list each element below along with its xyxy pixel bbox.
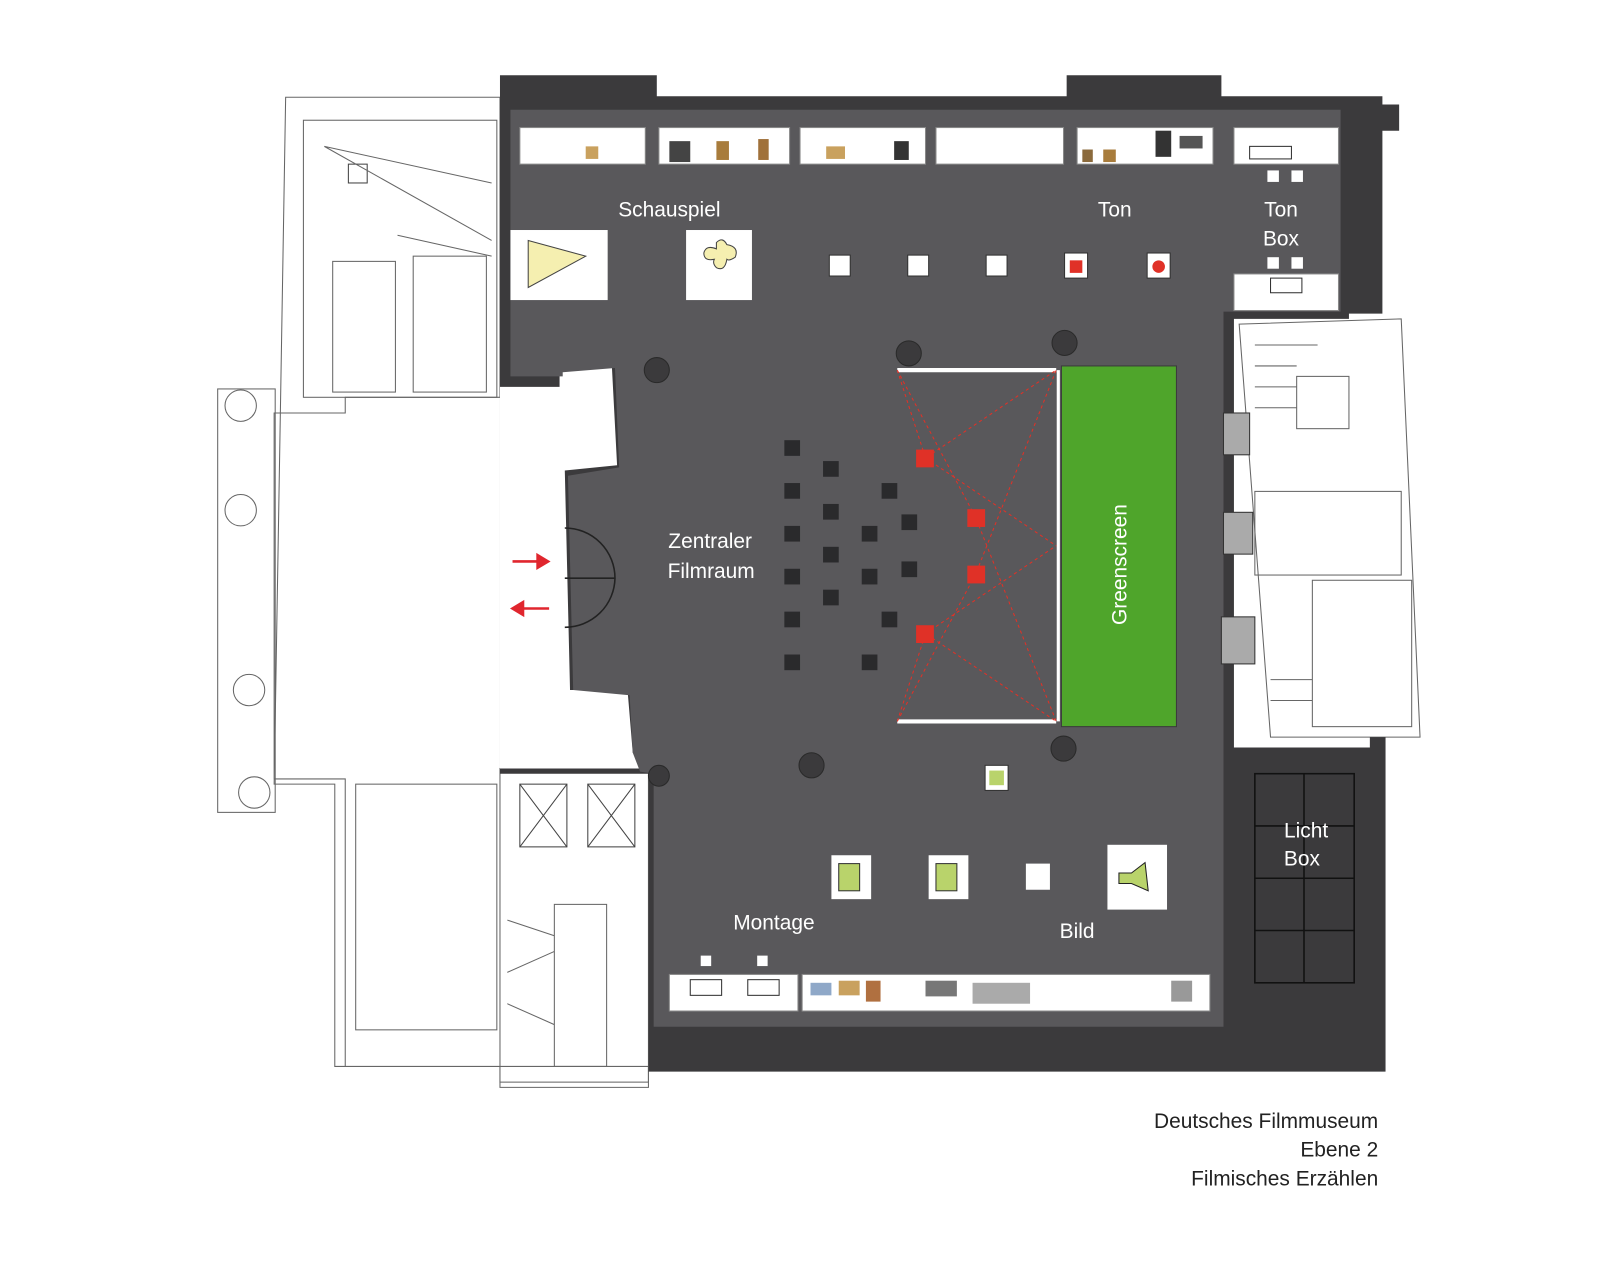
wall-stations	[1220, 412, 1256, 665]
label-ton-box-2: Box	[1263, 228, 1300, 251]
label-ton-box-1: Ton	[1264, 198, 1298, 221]
entrance-hall	[499, 365, 649, 769]
caption-museum: Deutsches Filmmuseum	[1154, 1110, 1378, 1133]
vitrine-objects	[585, 130, 1303, 294]
entrance-doors	[564, 527, 616, 629]
label-licht-box: Box	[1284, 848, 1321, 871]
montage-stations	[700, 844, 1168, 967]
caption-level: Ebene 2	[1300, 1138, 1378, 1161]
label-zentraler: Zentraler	[668, 530, 752, 553]
label-licht: Licht	[1284, 819, 1328, 842]
label-bild: Bild	[1060, 920, 1095, 943]
entrance-arrows[interactable]	[509, 552, 551, 618]
left-building-outline	[217, 96, 649, 1088]
seating	[784, 440, 918, 671]
greenscreen	[1060, 365, 1177, 728]
caption-theme: Filmisches Erzählen	[1191, 1168, 1378, 1191]
caption: Deutsches Filmmuseum Ebene 2 Filmisches …	[1154, 1110, 1378, 1191]
label-ton: Ton	[1098, 198, 1132, 221]
camera-markers	[916, 449, 986, 644]
right-stairwell	[1238, 318, 1421, 738]
label-schauspiel: Schauspiel	[618, 198, 720, 221]
room-labels: Schauspiel Ton Ton Box Zentraler Filmrau…	[618, 198, 1328, 942]
columns	[643, 329, 1078, 787]
exhibition-floor	[510, 109, 1341, 1027]
label-montage: Montage	[733, 911, 814, 934]
label-filmraum: Filmraum	[668, 560, 755, 583]
yellow-shape	[527, 239, 588, 289]
licht-box-grid	[1254, 772, 1355, 984]
label-greenscreen: Greenscreen	[1108, 504, 1131, 625]
